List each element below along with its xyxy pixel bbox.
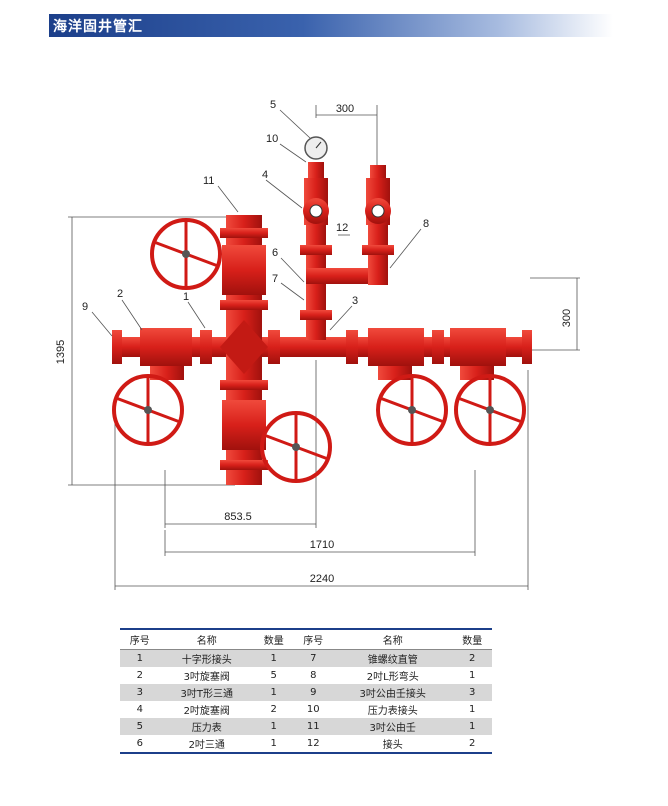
table-cell: 9 (293, 684, 334, 701)
table-cell: 1 (452, 718, 492, 735)
table-row: 1 十字形接头 1 7 锥螺纹直管 2 (120, 649, 492, 667)
dim-1710: 1710 (310, 539, 334, 551)
table-cell: 5 (270, 670, 277, 681)
dim-1395: 1395 (55, 340, 67, 364)
table-cell: 4 (136, 704, 143, 715)
cross-joint-column (220, 215, 268, 485)
table-cell: 7 (293, 649, 334, 667)
table-cell: 锥螺纹直管 (333, 649, 453, 667)
wheel-hubs (144, 250, 494, 451)
table-cell: 2 (270, 704, 277, 715)
manifold-drawing: 300 300 1395 853.5 1710 2240 (55, 99, 580, 590)
dim-300-top: 300 (336, 103, 354, 115)
dimension-lines (68, 105, 580, 590)
callout-1: 1 (183, 291, 189, 303)
table-cell: 3吋公由壬 (333, 718, 453, 735)
table-row: 3 3吋T形三通 1 9 3吋公由壬接头 3 (120, 684, 492, 701)
section-title: 海洋固井管汇 (53, 19, 143, 35)
table-cell: 压力表 (159, 718, 254, 735)
section-header-bar: 海洋固井管汇 (49, 14, 613, 37)
table-header-row: 序号 名称 数量 序号 名称 数量 (120, 628, 492, 650)
callout-9: 9 (82, 301, 88, 313)
table-cell: 3吋T形三通 (159, 684, 254, 701)
table-cell: 8 (310, 670, 317, 681)
col-header: 数量 (253, 628, 294, 650)
table-row: 2 3吋旋塞阀 5 8 2吋L形弯头 1 (120, 667, 492, 684)
leader-lines (91, 109, 422, 337)
callout-7: 7 (272, 273, 278, 285)
dim-300-right: 300 (561, 309, 573, 327)
callout-4: 4 (262, 169, 268, 181)
callout-10: 10 (266, 133, 278, 145)
tee-riser (300, 162, 394, 340)
table-cell: 2 (452, 649, 492, 667)
dim-853-5: 853.5 (224, 511, 252, 523)
col-header: 名称 (159, 628, 254, 650)
table-cell: 5 (120, 718, 160, 735)
table-row: 5 压力表 1 11 3吋公由壬 1 (120, 718, 492, 735)
plug-valve-right-1 (368, 328, 424, 380)
pressure-gauge-icon (304, 136, 328, 160)
table-cell: 12 (293, 735, 334, 754)
dim-2240: 2240 (310, 573, 334, 585)
table-cell: 3 (452, 684, 492, 701)
table-cell: 1 (253, 649, 294, 667)
callout-2: 2 (117, 288, 123, 300)
table-cell: 十字形接头 (159, 649, 254, 667)
parts-table: 序号 名称 数量 序号 名称 数量 1 十字形接头 1 7 锥螺纹直管 2 2 … (120, 628, 492, 754)
table-cell: 1 (253, 735, 294, 754)
plug-valve-right-2 (450, 328, 506, 380)
callout-8: 8 (423, 218, 429, 230)
callout-6: 6 (272, 247, 278, 259)
table-cell: 1 (253, 684, 294, 701)
table-cell: 2吋三通 (159, 735, 254, 754)
callout-11: 11 (203, 175, 214, 187)
table-cell: 6 (120, 735, 160, 754)
table-cell: 2 (136, 670, 143, 681)
table-cell: 1 (469, 704, 476, 715)
col-header: 序号 (293, 628, 334, 650)
plug-valve-left (140, 328, 192, 380)
table-cell: 1 (120, 649, 160, 667)
col-header: 名称 (333, 628, 453, 650)
table-cell: 11 (293, 718, 334, 735)
table-cell: 2吋旋塞阀 (183, 706, 230, 717)
table-cell: 压力表接头 (367, 706, 418, 717)
table-cell: 接头 (333, 735, 453, 754)
callout-12: 12 (336, 222, 348, 234)
callout-5: 5 (270, 99, 276, 111)
table-cell: 1 (253, 718, 294, 735)
table-cell: 10 (306, 704, 320, 715)
table-cell: 3吋公由壬接头 (333, 684, 453, 701)
table-cell: 3吋旋塞阀 (183, 672, 230, 683)
table-row: 6 2吋三通 1 12 接头 2 (120, 735, 492, 754)
col-header: 序号 (120, 628, 160, 650)
table-row: 4 2吋旋塞阀 2 10 压力表接头 1 (120, 701, 492, 718)
table-cell: 2吋L形弯头 (366, 672, 419, 683)
main-pipe (112, 330, 532, 364)
table-cell: 2 (452, 735, 492, 754)
table-cell: 3 (120, 684, 160, 701)
callout-3: 3 (352, 295, 358, 307)
col-header: 数量 (452, 628, 492, 650)
table-cell: 1 (469, 670, 476, 681)
